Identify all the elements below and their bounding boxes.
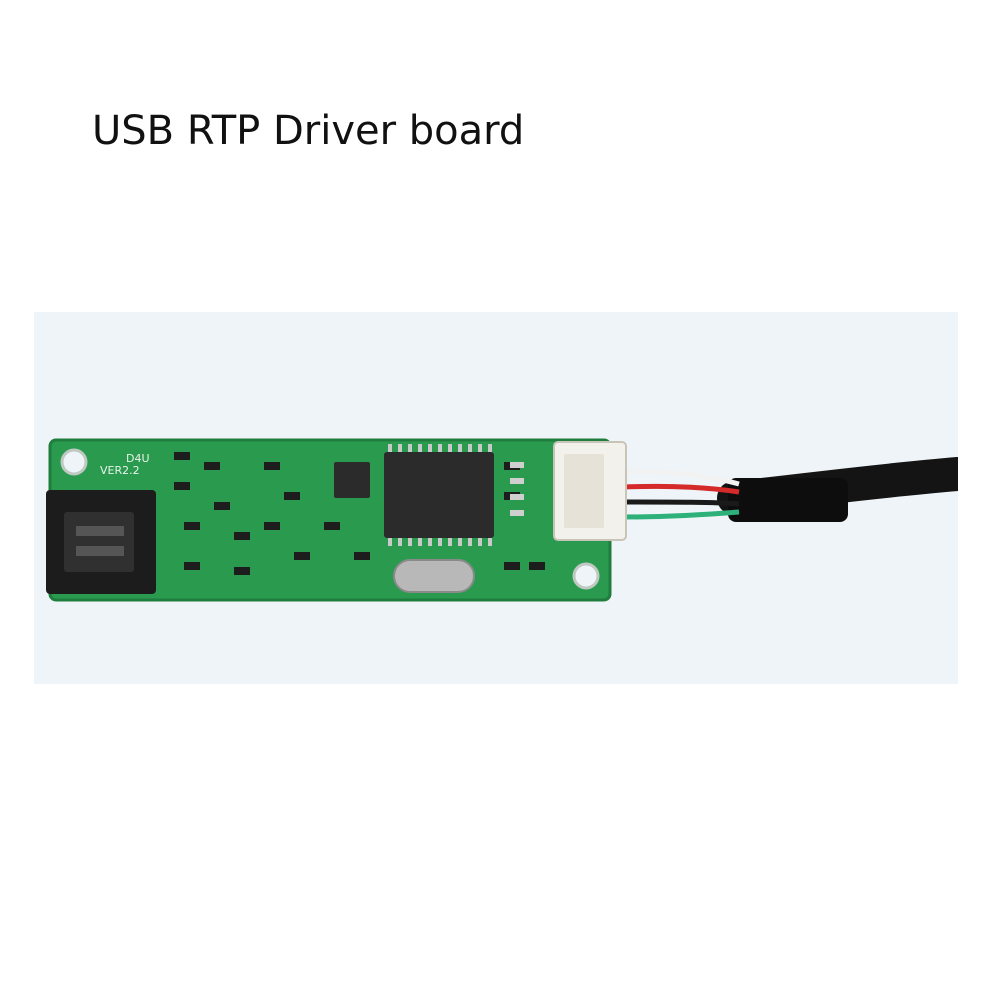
crystal-oscillator bbox=[393, 559, 475, 593]
silkscreen-model: D4U bbox=[126, 452, 150, 465]
driver-board-illustration: D4U VER2.2 bbox=[46, 438, 958, 602]
cable-sleeve bbox=[728, 478, 848, 522]
controller-chip bbox=[384, 452, 494, 538]
wire-green bbox=[623, 509, 740, 520]
eeprom-chip bbox=[334, 462, 370, 498]
silkscreen-version: VER2.2 bbox=[100, 464, 140, 477]
product-photo: D4U VER2.2 bbox=[34, 312, 958, 684]
wire-red bbox=[623, 483, 740, 495]
wire-white bbox=[623, 469, 740, 487]
page-title: USB RTP Driver board bbox=[92, 108, 525, 154]
mounting-hole-right bbox=[572, 562, 600, 590]
mounting-hole-left bbox=[60, 448, 88, 476]
wire-black bbox=[623, 499, 740, 507]
resistor-array bbox=[510, 462, 524, 516]
